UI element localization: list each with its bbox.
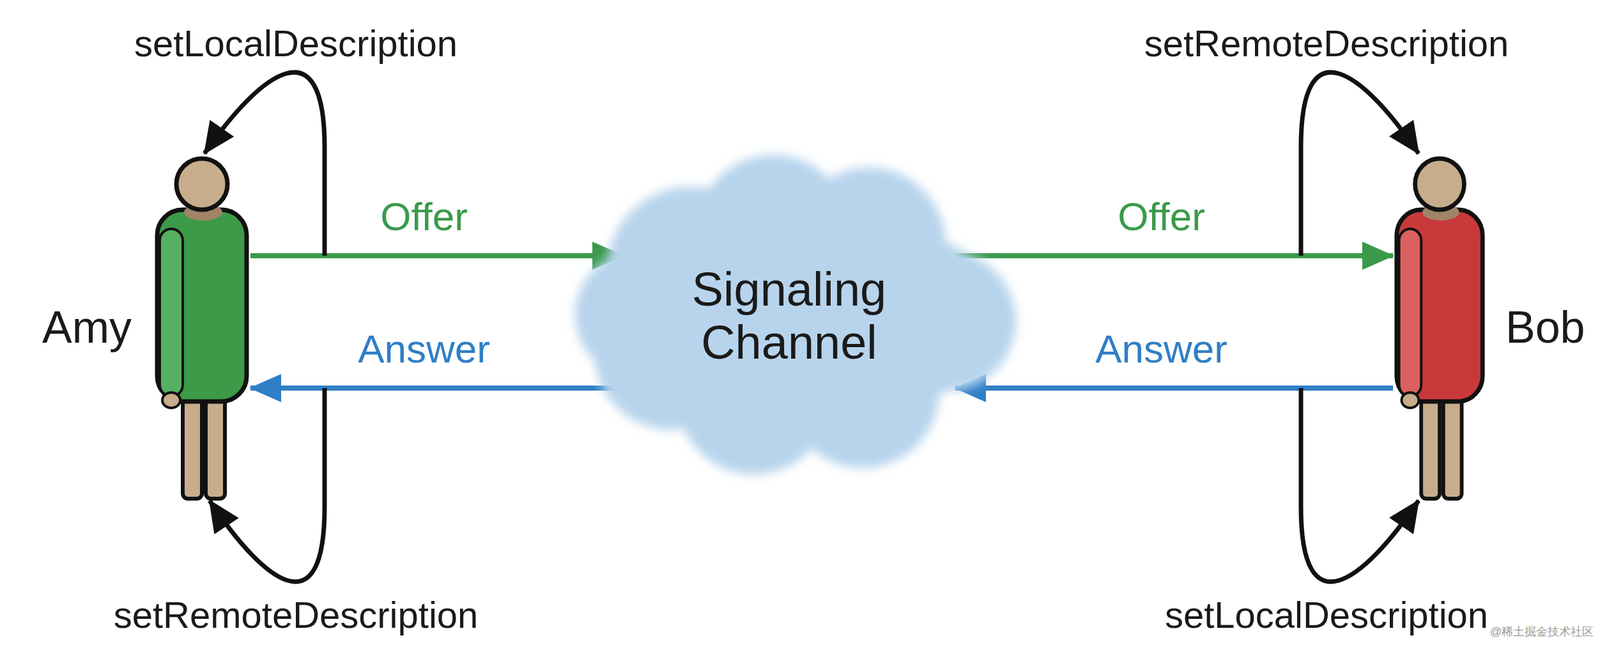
person-name: Bob (1505, 301, 1586, 353)
message-label: Offer (1113, 193, 1209, 239)
cloud-node: Signaling Channel (623, 167, 956, 466)
method-label: setRemoteDescription (1140, 21, 1514, 65)
message-label: Offer (376, 193, 472, 239)
node-title: Signaling Channel (623, 263, 956, 370)
person-figure (153, 153, 251, 501)
method-label: setRemoteDescription (109, 592, 483, 636)
person-node: Amy (153, 153, 251, 501)
watermark: @稀土掘金技术社区 (1490, 623, 1594, 639)
method-label: setLocalDescription (130, 21, 462, 65)
message-arrow (250, 253, 624, 259)
message-arrow (955, 253, 1393, 259)
loop-arrow (1300, 387, 1419, 582)
person-name: Amy (42, 301, 132, 353)
person-node: Bob (1392, 153, 1487, 501)
message-label: Answer (1091, 325, 1232, 372)
message-arrow (250, 385, 624, 391)
method-label: setLocalDescription (1161, 592, 1493, 636)
message-arrow (955, 385, 1393, 391)
message-label: Answer (353, 325, 494, 372)
person-figure (1392, 153, 1487, 501)
